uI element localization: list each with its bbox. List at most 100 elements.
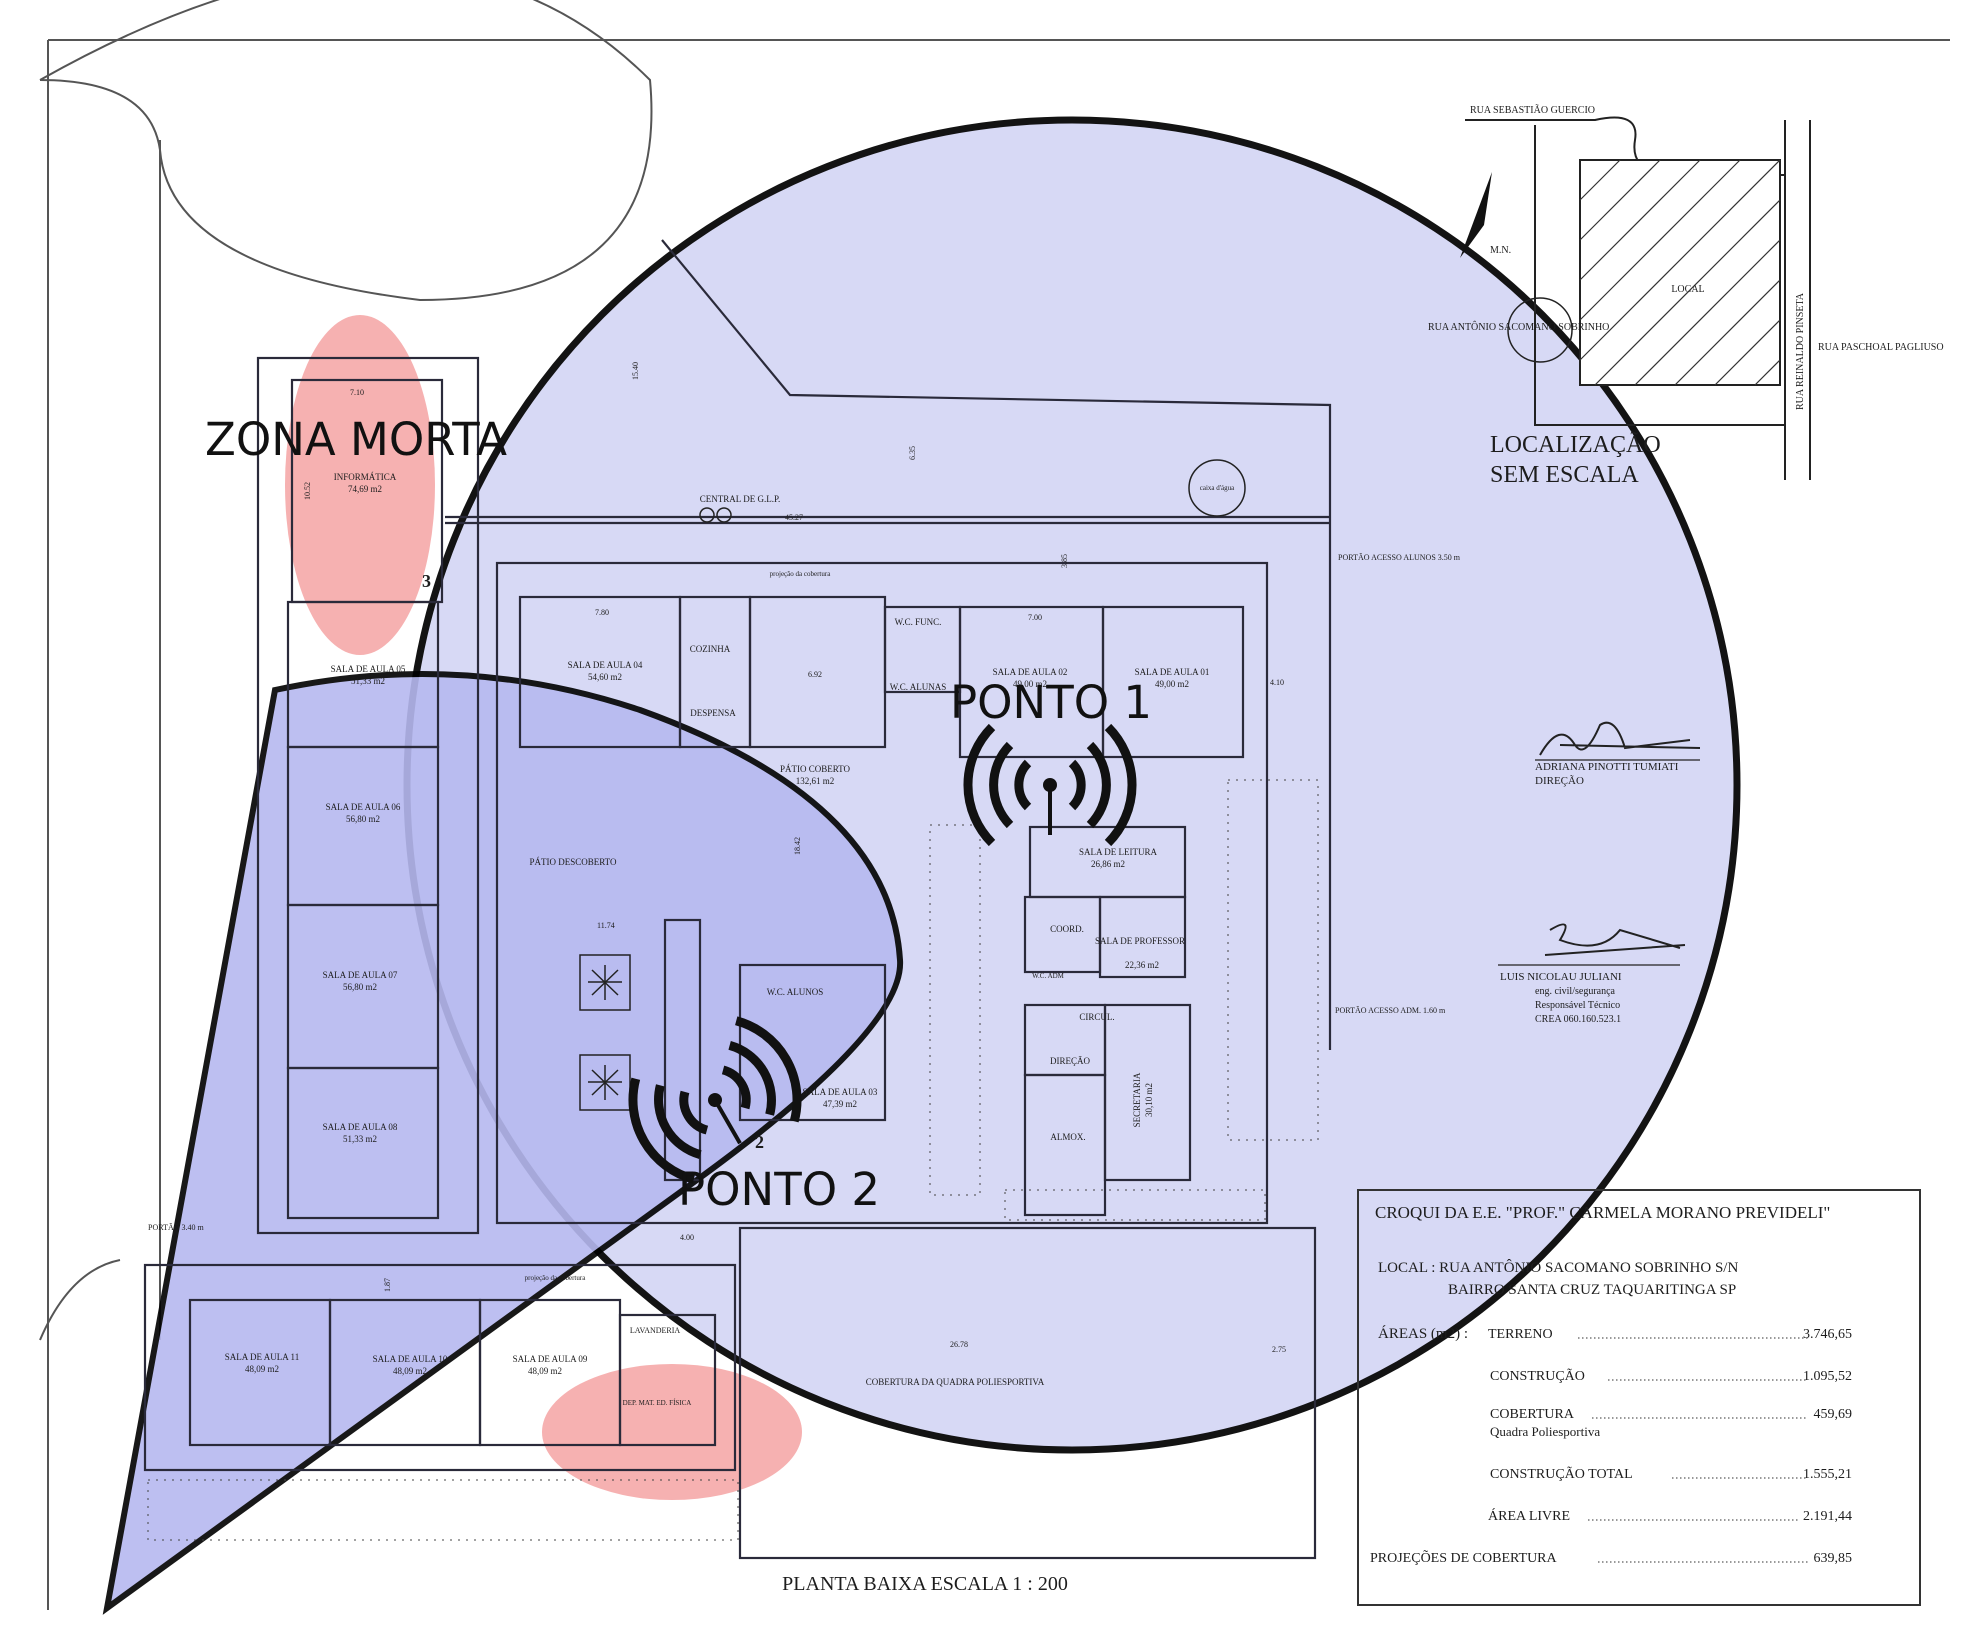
label-informatica: INFORMÁTICA	[334, 472, 397, 482]
label-projecao-top: projeção da cobertura	[770, 570, 832, 578]
row-projecoes-value: 639,85	[1814, 1551, 1853, 1566]
label-informatica-area: 74,69 m2	[348, 484, 382, 494]
label-sem-escala: SEM ESCALA	[1490, 462, 1639, 488]
row-terreno-value: 3.746,65	[1803, 1327, 1852, 1342]
signature-labels: ADRIANA PINOTTI TUMIATI DIREÇÃO LUIS NIC…	[1500, 761, 1679, 1025]
title-block-title: CROQUI DA E.E. "PROF." CARMELA MORANO PR…	[1375, 1203, 1830, 1222]
row-area-livre-label: ÁREA LIVRE	[1488, 1507, 1570, 1524]
label-local: LOCAL	[1671, 284, 1704, 295]
row-cobertura-label: COBERTURA	[1490, 1407, 1575, 1422]
dim-18-42: 18.42	[793, 837, 802, 855]
director-role: DIREÇÃO	[1535, 775, 1584, 787]
row-construcao-total-label: CONSTRUÇÃO TOTAL	[1490, 1466, 1633, 1482]
row-projecoes-label: PROJEÇÕES DE COBERTURA	[1370, 1549, 1558, 1566]
label-sala10-area: 48,09 m2	[393, 1366, 427, 1376]
label-sala-prof-area: 22,36 m2	[1125, 960, 1159, 970]
dim-4-00: 4.00	[680, 1233, 694, 1242]
label-despensa: DESPENSA	[690, 708, 736, 718]
label-ponto1: PONTO 1	[950, 676, 1152, 729]
dimension-labels: 45.27 15.40 6.35 3.85 4.10 7.10 10.52 7.…	[303, 362, 1286, 1354]
row-area-livre-value: 2.191,44	[1803, 1509, 1852, 1524]
patio-plants	[579, 954, 631, 1111]
label-sala07-area: 56,80 m2	[343, 982, 377, 992]
label-sala11: SALA DE AULA 11	[225, 1352, 299, 1362]
dim-26-78: 26.78	[950, 1340, 968, 1349]
dim-45-27: 45.27	[785, 513, 803, 522]
row-cobertura-sub: Quadra Poliesportiva	[1490, 1424, 1600, 1439]
tech-line3: CREA 060.160.523.1	[1535, 1014, 1621, 1025]
label-sala10: SALA DE AULA 10	[373, 1354, 448, 1364]
label-dep-mat: DEP. MAT. ED. FÍSICA	[623, 1399, 692, 1407]
label-cozinha: COZINHA	[690, 644, 731, 654]
dim-6-35: 6.35	[908, 446, 917, 460]
north-arrow-icon	[1460, 172, 1492, 258]
label-sala03-area: 47,39 m2	[823, 1099, 857, 1109]
label-secretaria: SECRETARIA	[1132, 1072, 1142, 1127]
dim-4-10: 4.10	[1270, 678, 1284, 687]
label-zona-morta: ZONA MORTA	[205, 413, 507, 466]
label-sala-prof: SALA DE PROFESSOR	[1095, 936, 1185, 946]
label-localizacao: LOCALIZAÇÃO	[1490, 432, 1661, 458]
label-wc-alunos: W.C. ALUNOS	[767, 987, 823, 997]
label-rua-sebastiao-1: RUA SEBASTIÃO GUERCIO	[1470, 104, 1595, 116]
plan-caption: PLANTA BAIXA ESCALA 1 : 200	[782, 1573, 1068, 1595]
dead-zone-deposito	[542, 1364, 802, 1500]
location-inset-map	[1460, 116, 1811, 480]
title-block-local-1: LOCAL : RUA ANTÔNIO SACOMANO SOBRINHO S/…	[1378, 1259, 1738, 1276]
label-central-glp: CENTRAL DE G.L.P.	[700, 494, 780, 504]
local-block	[1579, 159, 1781, 386]
label-sala08: SALA DE AULA 08	[323, 1122, 398, 1132]
label-lavanderia: LAVANDERIA	[630, 1326, 681, 1335]
tech-line1: eng. civil/segurança	[1535, 986, 1616, 997]
label-portao-adm: PORTÃO ACESSO ADM. 1.60 m	[1335, 1005, 1446, 1015]
label-rua-antonio: RUA ANTÔNIO SACOMANO SOBRINHO	[1428, 321, 1609, 333]
location-inset-labels: RUA SEBASTIÃO GUERCIO M.N. RUA ANTÔNIO S…	[1428, 104, 1944, 488]
label-sala01-area: 49,00 m2	[1155, 679, 1189, 689]
dim-1-87: 1.87	[383, 1278, 392, 1292]
label-sala05-area: 51,33 m2	[351, 676, 385, 686]
label-sala01: SALA DE AULA 01	[1135, 667, 1210, 677]
label-sala09: SALA DE AULA 09	[513, 1354, 588, 1364]
label-projecao-bottom: projeção da cobertura	[525, 1274, 587, 1282]
label-ponto2: PONTO 2	[678, 1163, 880, 1216]
label-sala09-area: 48,09 m2	[528, 1366, 562, 1376]
label-sala05: SALA DE AULA 05	[331, 664, 406, 674]
label-patio-coberto: PÁTIO COBERTO	[780, 764, 851, 774]
signature-marks	[1498, 721, 1701, 966]
label-coord: COORD.	[1050, 924, 1084, 934]
router-icon-ponto1	[963, 723, 1137, 847]
router-icon-ponto2	[628, 1016, 802, 1184]
label-sala07: SALA DE AULA 07	[323, 970, 398, 980]
dim-11-74: 11.74	[597, 921, 615, 930]
ponto2-coverage-zone	[102, 671, 904, 1615]
label-wc-adm: W.C. ADM	[1032, 972, 1065, 980]
tech-line2: Responsável Técnico	[1535, 1000, 1620, 1011]
label-sala-leitura: SALA DE LEITURA	[1079, 847, 1157, 857]
label-rua-reinaldo: RUA REINALDO PINSETA	[1795, 292, 1806, 410]
label-almox: ALMOX.	[1050, 1132, 1085, 1142]
title-block-local-2: BAIRRO SANTA CRUZ TAQUARITINGA SP	[1448, 1282, 1736, 1298]
landscaping-strips	[147, 779, 1319, 1541]
label-quadra: COBERTURA DA QUADRA POLIESPORTIVA	[866, 1377, 1045, 1387]
label-sala02: SALA DE AULA 02	[993, 667, 1068, 677]
label-secretaria-area: 30,10 m2	[1144, 1083, 1154, 1117]
label-wc-alunas: W.C. ALUNAS	[890, 682, 946, 692]
title-block-areas-label: ÁREAS (m2) :	[1378, 1325, 1468, 1342]
row-cobertura-value: 459,69	[1814, 1407, 1853, 1422]
label-sala08-area: 51,33 m2	[343, 1134, 377, 1144]
dead-zone-informatica	[285, 315, 435, 655]
dim-7-10: 7.10	[350, 388, 364, 397]
label-direcao: DIREÇÃO	[1050, 1056, 1090, 1066]
label-portao-340: PORTÃO 3.40 m	[148, 1222, 205, 1232]
label-mn: M.N.	[1490, 245, 1511, 256]
dim-7-00: 7.00	[1028, 613, 1042, 622]
building-walls	[143, 239, 1921, 1606]
label-sala06: SALA DE AULA 06	[326, 802, 401, 812]
label-area-number-3: 3	[422, 571, 431, 591]
row-terreno-label: TERRENO	[1488, 1327, 1553, 1342]
label-sala04-area: 54,60 m2	[588, 672, 622, 682]
label-sala03: SALA DE AULA 03	[803, 1087, 878, 1097]
row-construcao-value: 1.095,52	[1803, 1369, 1852, 1384]
label-rua-paschoal: RUA PASCHOAL PAGLIUSO	[1818, 342, 1944, 353]
director-name: ADRIANA PINOTTI TUMIATI	[1535, 761, 1679, 773]
